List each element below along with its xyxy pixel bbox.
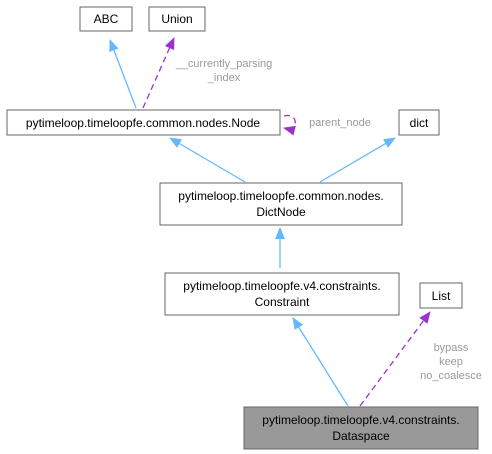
node-union[interactable]: Union	[148, 6, 206, 32]
node-dataspace-label-line1: pytimeloop.timeloopfe.v4.constraints.	[262, 413, 459, 427]
node-dataspace[interactable]: pytimeloop.timeloopfe.v4.constraints. Da…	[243, 406, 479, 450]
node-constraint-label-line2: Constraint	[255, 295, 310, 309]
node-abc[interactable]: ABC	[79, 6, 133, 32]
node-constraint[interactable]: pytimeloop.timeloopfe.v4.constraints. Co…	[164, 272, 400, 316]
edge-dictnode-to-dict	[319, 137, 396, 183]
node-dictnode-label-line1: pytimeloop.timeloopfe.common.nodes.	[178, 189, 383, 203]
node-union-label: Union	[161, 12, 192, 26]
node-dictnode[interactable]: pytimeloop.timeloopfe.common.nodes. Dict…	[159, 182, 403, 226]
edge-label-line: bypass	[434, 342, 469, 354]
edge-node-to-abc	[109, 39, 137, 109]
edges-inheritance	[109, 39, 396, 407]
edge-label-line: __currently_parsing	[175, 58, 273, 70]
edge-label-line: no_coalesce	[420, 370, 482, 382]
edge-dictnode-to-node	[169, 137, 246, 183]
edge-label-parent-node: parent_node	[309, 117, 371, 129]
edge-label-line: _index	[207, 72, 241, 84]
edge-dataspace-to-list	[359, 311, 431, 407]
edge-label-line: parent_node	[309, 117, 371, 129]
edge-node-to-union	[142, 37, 175, 109]
edge-label-line: keep	[439, 356, 463, 368]
edge-label-currently-parsing-index: __currently_parsing _index	[175, 58, 273, 84]
edge-label-list-members: bypass keep no_coalesce	[420, 342, 482, 382]
node-node[interactable]: pytimeloop.timeloopfe.common.nodes.Node	[6, 109, 281, 136]
edge-node-self-parent	[283, 114, 296, 136]
node-list[interactable]: List	[419, 282, 463, 309]
node-dictnode-label-line2: DictNode	[256, 205, 306, 219]
edge-dataspace-to-constraint	[292, 317, 349, 407]
node-abc-label: ABC	[94, 12, 119, 26]
node-node-label: pytimeloop.timeloopfe.common.nodes.Node	[26, 116, 260, 130]
node-dataspace-label-line2: Dataspace	[332, 429, 390, 443]
node-list-label: List	[432, 289, 451, 303]
edges-usage	[142, 37, 431, 407]
node-dict[interactable]: dict	[398, 109, 440, 136]
node-dict-label: dict	[410, 116, 429, 130]
node-constraint-label-line1: pytimeloop.timeloopfe.v4.constraints.	[183, 279, 380, 293]
